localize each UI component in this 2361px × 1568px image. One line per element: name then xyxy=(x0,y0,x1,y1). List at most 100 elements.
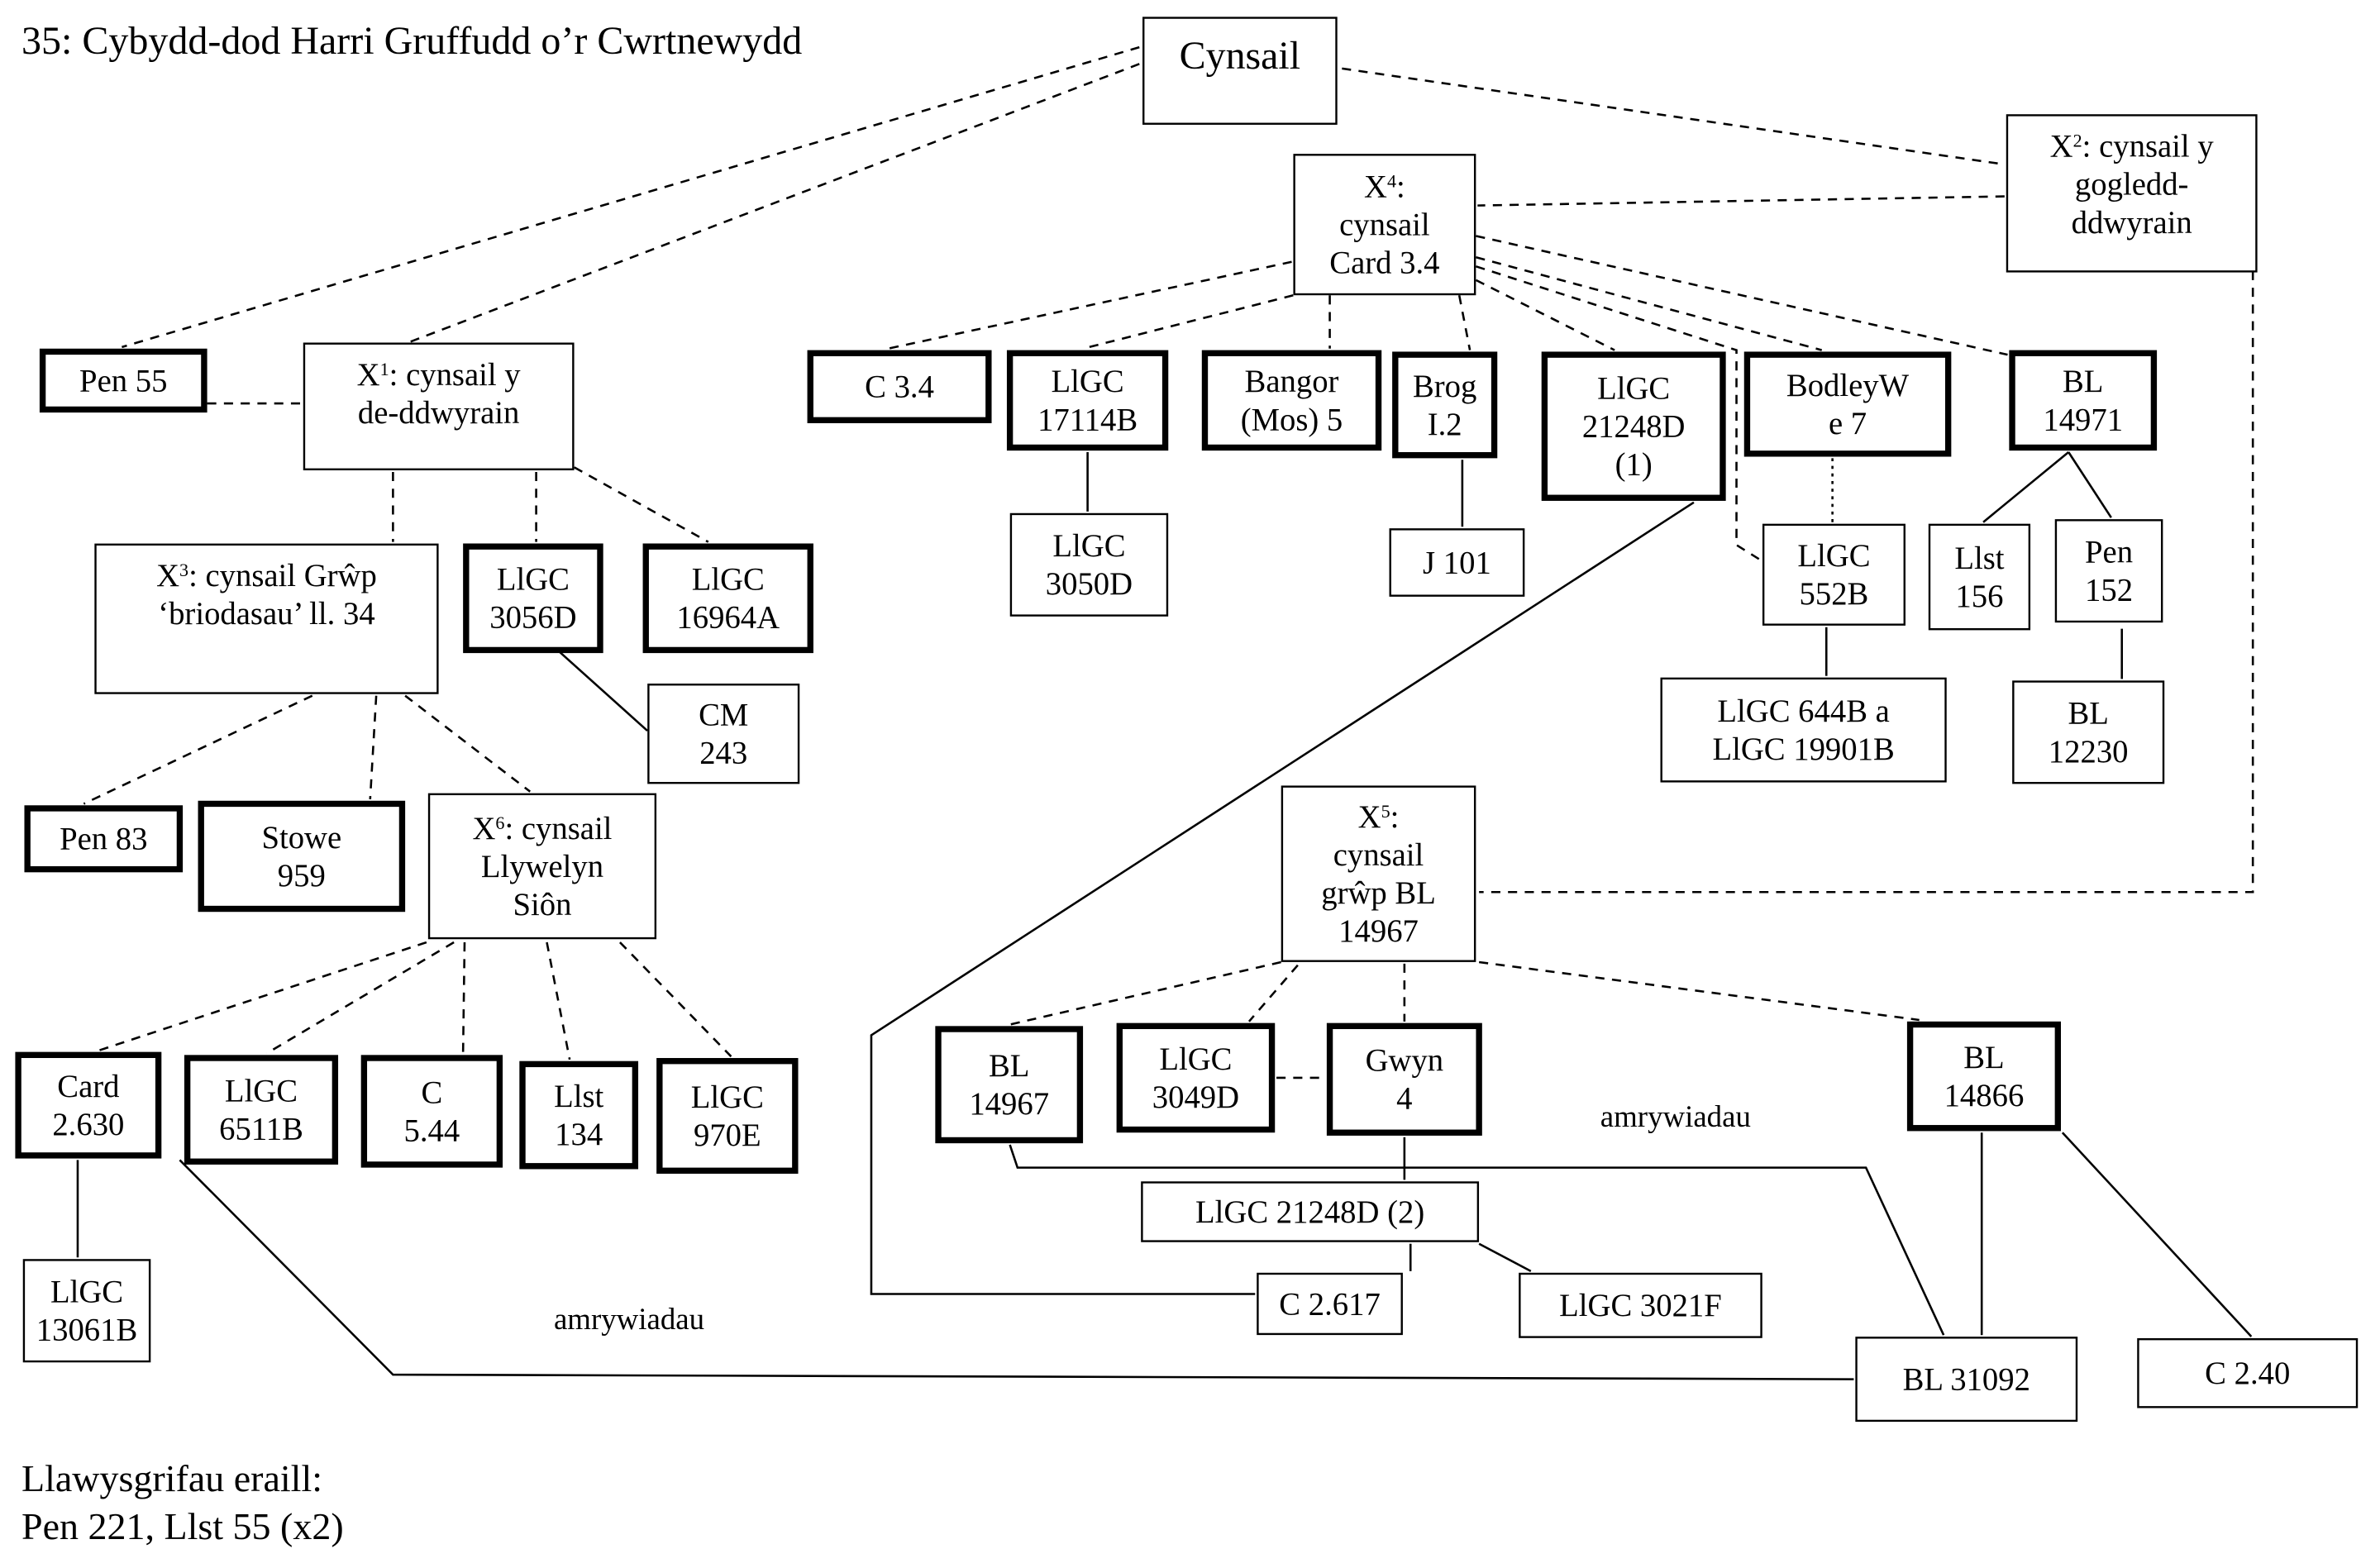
node-label-line: Pen 55 xyxy=(79,364,167,398)
variants-label-right: amrywiadau xyxy=(1600,1099,1751,1133)
node-label-line: Cynsail xyxy=(1180,34,1300,78)
node-label-line: X5: xyxy=(1358,800,1400,835)
node-label-line: LlGC xyxy=(1597,372,1670,407)
node-box xyxy=(94,543,439,694)
edge-x6-to-llgc970e xyxy=(619,941,732,1058)
node-label-line: LlGC xyxy=(1159,1042,1232,1077)
edge-x6-to-c544 xyxy=(461,942,466,1054)
node-box xyxy=(1743,351,1952,457)
edges-layer xyxy=(76,45,2254,1380)
node-label-line: 3050D xyxy=(1046,567,1133,602)
node-box xyxy=(1519,1272,1762,1338)
node-box xyxy=(1116,1022,1276,1133)
edge-x5-to-llgc3049d xyxy=(1247,964,1299,1022)
edge-x4-to-brogi2 xyxy=(1457,295,1471,350)
node-box xyxy=(642,543,813,654)
edge-x3-to-pen83 xyxy=(83,694,313,805)
node-box xyxy=(1392,351,1498,459)
node-label-line: ‘briodasau’ ll. 34 xyxy=(158,597,374,631)
node-box xyxy=(1389,528,1525,597)
node-c240: C 2.40 xyxy=(2137,1337,2359,1408)
node-label-line: de-ddwyrain xyxy=(358,396,519,431)
edge-cynsail-to-x1 xyxy=(408,63,1140,344)
edge-x5-to-bl14866 xyxy=(1478,960,1920,1022)
node-box xyxy=(184,1055,339,1165)
node-llgc21248d2: LlGC 21248D (2) xyxy=(1141,1181,1480,1242)
node-label-line: C 2.40 xyxy=(2205,1356,2290,1391)
node-label-line: LlGC 19901B xyxy=(1712,732,1894,767)
node-label-line: cynsail xyxy=(1333,838,1424,873)
edge-x4-to-llgc552b xyxy=(1476,256,1823,351)
node-box xyxy=(2012,680,2165,784)
node-label-line: 21248D xyxy=(1582,410,1686,445)
node-box xyxy=(1142,17,1338,125)
edge-bl14971-to-pen152 xyxy=(2068,451,2112,518)
edge-card2630-to-bl31092 xyxy=(179,1159,1854,1380)
variants-label-left: amrywiadau xyxy=(554,1302,704,1336)
node-label-line: 3056D xyxy=(489,601,576,636)
node-label-line: C xyxy=(421,1075,442,1110)
edge-x6-to-llgc6511b xyxy=(265,941,455,1055)
node-label-line: Stowe xyxy=(261,821,341,855)
node-box xyxy=(198,800,406,913)
node-label-line: 959 xyxy=(278,859,326,894)
node-label-line: (Mos) 5 xyxy=(1241,403,1343,437)
edge-x4-to-llgc21248d1 xyxy=(1475,279,1615,351)
node-box xyxy=(2054,519,2163,623)
node-label-line: LlGC xyxy=(691,1080,764,1115)
node-label-line: X4: xyxy=(1364,170,1405,205)
node-box xyxy=(1855,1337,2078,1423)
node-label-line: LlGC xyxy=(497,563,570,598)
node-label-line: CM xyxy=(699,698,748,733)
node-label-line: 12230 xyxy=(2049,735,2129,770)
node-label-line: LlGC xyxy=(692,563,765,598)
node-label-line: 552B xyxy=(1800,577,1869,612)
node-label-line: ddwyrain xyxy=(2072,206,2192,241)
edge-x1-to-llgc16964a xyxy=(574,466,709,543)
node-c544: C5.44 xyxy=(360,1055,503,1168)
node-label-line: Card 3.4 xyxy=(1329,246,1439,281)
node-label-line: LlGC 21248D (2) xyxy=(1195,1195,1424,1230)
node-box xyxy=(656,1058,799,1174)
edge-x6-to-card2630 xyxy=(98,941,427,1052)
node-label-line: Siôn xyxy=(513,888,571,922)
edge-llgc21248d2-to-llgc3021f xyxy=(1478,1242,1532,1272)
node-label-line: C 2.617 xyxy=(1279,1287,1381,1322)
node-stowe959: Stowe 959 xyxy=(198,800,406,913)
node-bangor5: Bangor(Mos) 5 xyxy=(1201,350,1382,451)
edge-x4-to-bodleywe7 xyxy=(1476,265,1762,561)
node-label-line: Brog xyxy=(1413,369,1476,404)
node-cynsail: Cynsail xyxy=(1142,17,1338,125)
node-box xyxy=(1541,351,1726,501)
node-label-line: gogledd- xyxy=(2075,168,2189,203)
node-box xyxy=(360,1055,503,1168)
node-box xyxy=(39,348,207,413)
node-label-line: LlGC xyxy=(1797,539,1870,574)
node-label-line: 14971 xyxy=(2043,403,2123,437)
node-label-line: 152 xyxy=(2085,574,2133,608)
node-j101: J 101 xyxy=(1389,528,1525,597)
edge-x3-to-stowe959 xyxy=(369,695,378,799)
node-box xyxy=(1660,677,1947,783)
node-label-line: I.2 xyxy=(1428,407,1462,442)
node-box xyxy=(1006,350,1169,451)
node-label-line: BL xyxy=(1963,1041,2004,1075)
edge-bl14866-to-c240 xyxy=(2061,1132,2253,1337)
node-box xyxy=(2006,114,2258,273)
other-manuscripts-list: Pen 221, Llst 55 (x2) xyxy=(21,1505,344,1547)
node-label-line: Llst xyxy=(554,1079,603,1114)
